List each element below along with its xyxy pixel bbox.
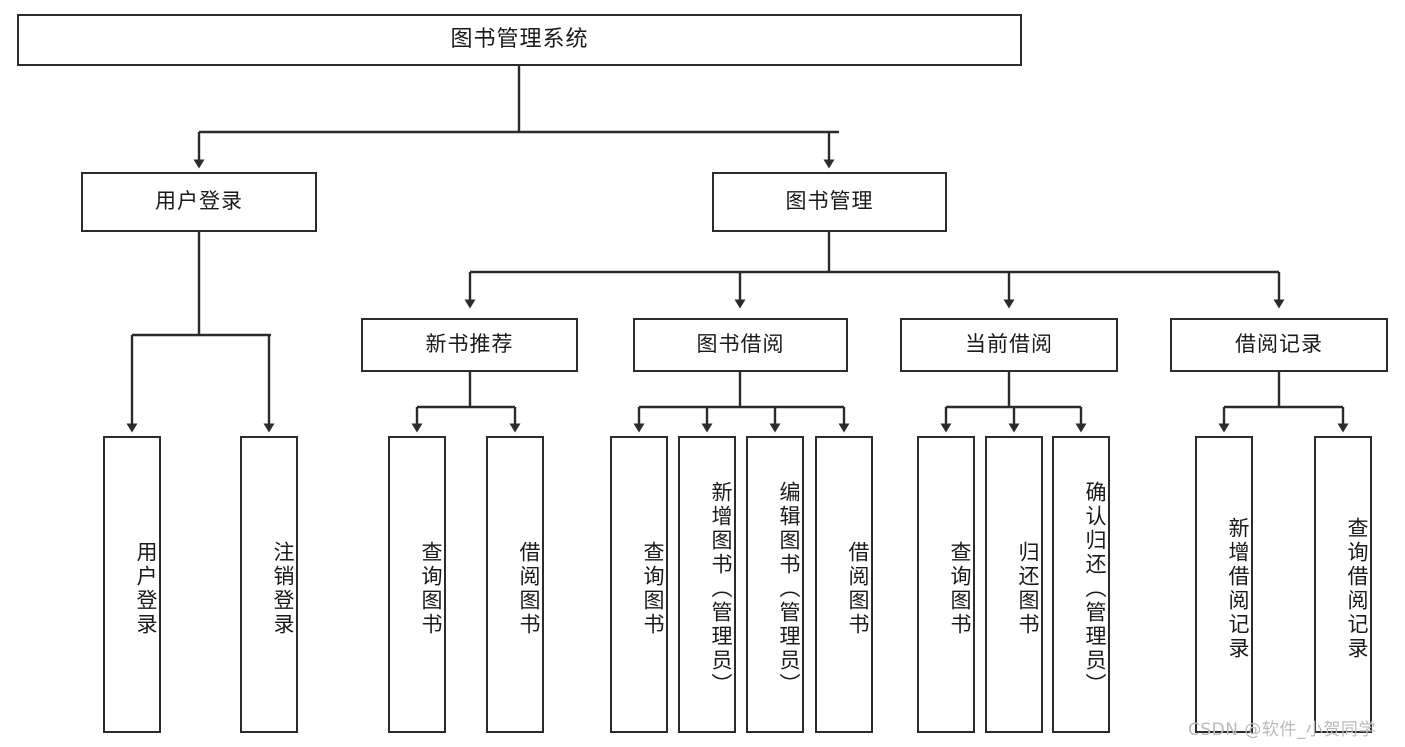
node-borrow-record[interactable]: 借阅记录	[1170, 318, 1388, 372]
node-current-borrow-label: 当前借阅	[965, 332, 1053, 357]
node-book-management[interactable]: 图书管理	[712, 172, 947, 232]
leaf-current-borrow-query-books[interactable]: 查询图书	[917, 436, 975, 733]
node-root-book-management-system[interactable]: 图书管理系统	[17, 14, 1022, 66]
leaf-label: 新增借阅记录	[1226, 516, 1250, 661]
leaf-user-login-logout[interactable]: 注销登录	[240, 436, 298, 733]
leaf-label: 查询图书	[948, 540, 972, 637]
leaf-current-borrow-return-books[interactable]: 归还图书	[985, 436, 1043, 733]
node-user-login-label: 用户登录	[155, 189, 243, 214]
node-book-borrow-label: 图书借阅	[696, 332, 785, 357]
leaf-book-borrow-edit-book-admin[interactable]: 编辑图书（管理员）	[746, 436, 804, 733]
leaf-book-borrow-query-books[interactable]: 查询图书	[610, 436, 668, 733]
node-new-book-recommend[interactable]: 新书推荐	[361, 318, 578, 372]
leaf-new-book-borrow-books[interactable]: 借阅图书	[486, 436, 544, 733]
node-book-borrow[interactable]: 图书借阅	[633, 318, 848, 372]
leaf-borrow-record-add-record[interactable]: 新增借阅记录	[1195, 436, 1253, 733]
node-borrow-record-label: 借阅记录	[1235, 332, 1323, 357]
node-new-book-recommend-label: 新书推荐	[425, 332, 514, 357]
leaf-label: 查询图书	[641, 540, 665, 637]
node-user-login[interactable]: 用户登录	[81, 172, 317, 232]
leaf-label: 确认归还（管理员）	[1083, 480, 1107, 697]
leaf-book-borrow-add-book-admin[interactable]: 新增图书（管理员）	[678, 436, 736, 733]
leaf-label: 查询图书	[419, 540, 443, 637]
leaf-label: 借阅图书	[517, 540, 541, 637]
leaf-label: 注销登录	[271, 540, 295, 637]
leaf-book-borrow-borrow-books[interactable]: 借阅图书	[815, 436, 873, 733]
leaf-borrow-record-query-record[interactable]: 查询借阅记录	[1314, 436, 1372, 733]
leaf-current-borrow-confirm-return-admin[interactable]: 确认归还（管理员）	[1052, 436, 1110, 733]
node-book-management-label: 图书管理	[785, 189, 874, 214]
leaf-label: 新增图书（管理员）	[709, 480, 733, 697]
leaf-label: 编辑图书（管理员）	[777, 480, 801, 697]
leaf-new-book-query-books[interactable]: 查询图书	[388, 436, 446, 733]
leaf-label: 用户登录	[134, 540, 158, 637]
node-root-label: 图书管理系统	[450, 26, 589, 52]
leaf-label: 查询借阅记录	[1345, 516, 1369, 661]
leaf-user-login-login[interactable]: 用户登录	[103, 436, 161, 733]
leaf-label: 归还图书	[1016, 540, 1040, 637]
node-current-borrow[interactable]: 当前借阅	[900, 318, 1118, 372]
leaf-label: 借阅图书	[846, 540, 870, 637]
